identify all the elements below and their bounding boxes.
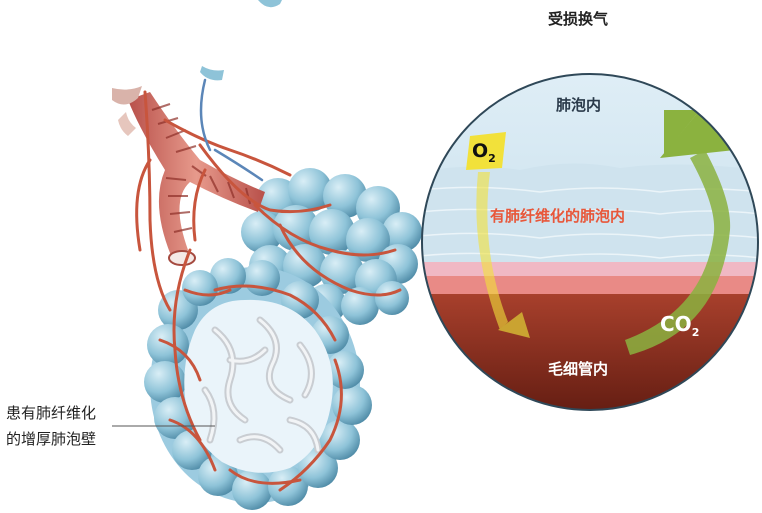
o2-base: O — [472, 140, 488, 162]
capillary-inside-label: 毛细管内 — [548, 358, 608, 379]
callout-line-2: 的增厚肺泡壁 — [6, 426, 96, 452]
top-partial-circle — [258, 0, 282, 7]
blood-vessels-blue — [201, 80, 262, 180]
callout-line-1: 患有肺纤维化 — [6, 400, 96, 426]
thickened-wall-callout: 患有肺纤维化 的增厚肺泡壁 — [6, 400, 96, 452]
co2-label: CO2 — [660, 312, 699, 339]
co2-base: CO — [660, 312, 692, 336]
fibrotic-alveolus-label: 有肺纤维化的肺泡内 — [490, 205, 625, 226]
alveolus-inside-label: 肺泡内 — [556, 94, 601, 115]
diagram-title: 受损换气 — [548, 8, 608, 29]
o2-subscript: 2 — [488, 152, 496, 165]
co2-subscript: 2 — [692, 326, 700, 339]
o2-label: O2 — [472, 140, 496, 165]
